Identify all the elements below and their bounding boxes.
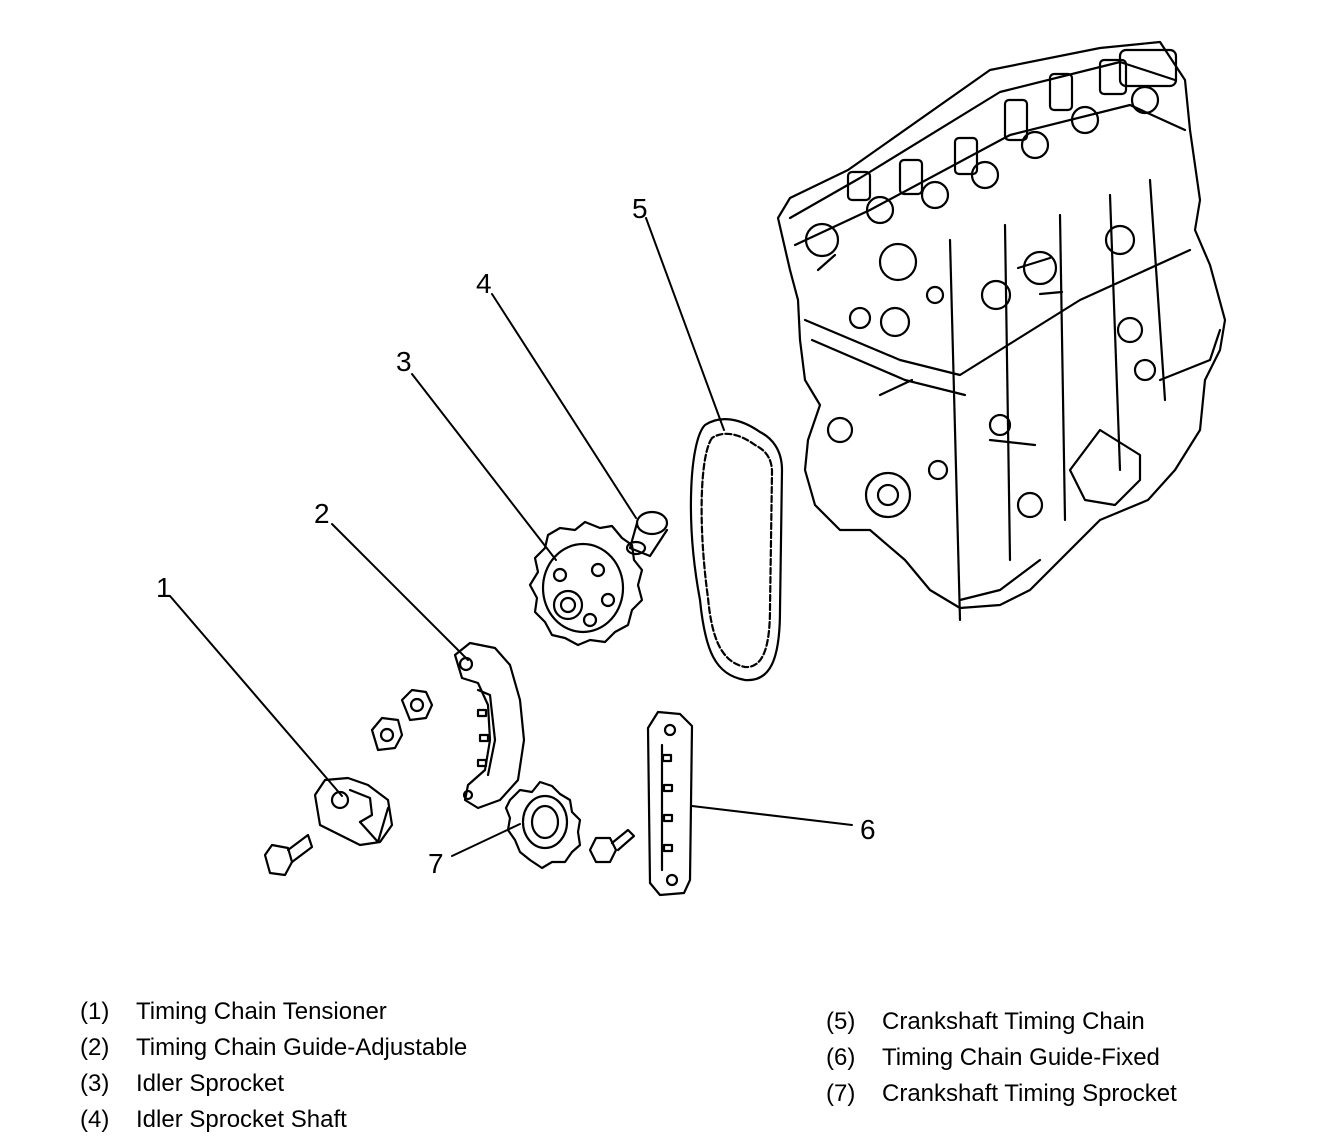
legend-label: Timing Chain Tensioner [136, 998, 387, 1025]
idler-sprocket-shaft-illustration [625, 510, 669, 558]
leader-line-1 [169, 595, 343, 797]
callout-2: 2 [314, 498, 330, 529]
legend-number: (3) [80, 1070, 110, 1097]
callout-5: 5 [632, 193, 648, 224]
callout-6: 6 [860, 814, 876, 845]
legend-right-column: (5) Crankshaft Timing Chain (6) Timing Cha… [826, 1010, 1177, 1118]
timing-chain-guide-adjustable-illustration [453, 641, 526, 810]
legend-number: (7) [826, 1080, 856, 1107]
legend-label: Crankshaft Timing Sprocket [882, 1080, 1177, 1107]
legend-label: Timing Chain Guide-Fixed [882, 1044, 1160, 1071]
legend-left-column: (1) Timing Chain Tensioner (2) Timing Chai… [80, 1000, 467, 1144]
timing-chain-guide-fixed-illustration [646, 710, 694, 897]
timing-chain-tensioner-illustration [263, 776, 394, 877]
crankshaft-timing-sprocket-illustration [504, 780, 636, 870]
callout-4: 4 [476, 268, 492, 299]
exploded-timing-chain-diagram [169, 40, 1227, 897]
legend-item-6: (6) Timing Chain Guide-Fixed [826, 1046, 1177, 1082]
engine-block-illustration [776, 40, 1227, 622]
legend-item-2: (2) Timing Chain Guide-Adjustable [80, 1036, 467, 1072]
legend-item-7: (7) Crankshaft Timing Sprocket [826, 1082, 1177, 1118]
leader-lines [169, 217, 853, 857]
leader-line-2 [331, 523, 469, 661]
legend-label: Idler Sprocket [136, 1070, 285, 1097]
legend-number: (2) [80, 1034, 110, 1061]
legend-number: (4) [80, 1106, 110, 1133]
leader-line-3 [411, 373, 557, 561]
leader-line-4 [491, 293, 637, 519]
callout-7: 7 [428, 848, 444, 879]
legend-label: Timing Chain Guide-Adjustable [136, 1034, 468, 1061]
leader-line-6 [691, 805, 853, 826]
leader-line-7 [451, 823, 521, 857]
legend-number: (6) [826, 1044, 856, 1071]
legend-item-1: (1) Timing Chain Tensioner [80, 1000, 467, 1036]
legend-item-3: (3) Idler Sprocket [80, 1072, 467, 1108]
leader-line-5 [645, 217, 725, 431]
crankshaft-timing-chain-illustration [689, 418, 784, 682]
legend-label: Idler Sprocket Shaft [136, 1106, 347, 1133]
legend-item-4: (4) Idler Sprocket Shaft [80, 1108, 467, 1144]
pivot-bolts-illustration [370, 688, 434, 752]
callout-1: 1 [156, 572, 172, 603]
legend-number: (5) [826, 1008, 856, 1035]
callout-3: 3 [396, 346, 412, 377]
legend-item-5: (5) Crankshaft Timing Chain [826, 1010, 1177, 1046]
legend-label: Crankshaft Timing Chain [882, 1008, 1145, 1035]
legend-number: (1) [80, 998, 110, 1025]
idler-sprocket-illustration [528, 520, 644, 647]
